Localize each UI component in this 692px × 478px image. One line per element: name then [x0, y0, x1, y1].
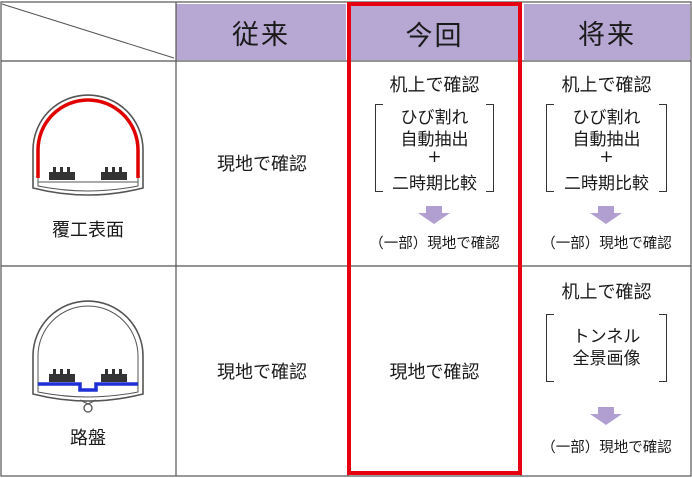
diagonal-line — [1, 3, 175, 59]
bracket-right — [486, 104, 494, 192]
row2-col3: 机上で確認 トンネル 全景画像 （一部）現地で確認 — [521, 266, 692, 476]
row1-col2-footer: （一部）現地で確認 — [369, 236, 500, 252]
row1-col3-line2: 自動抽出 — [572, 130, 641, 150]
row2-label: 路盤 — [70, 428, 106, 449]
header-col3: 将来 — [524, 4, 690, 60]
header-col2: 今回 — [351, 6, 518, 60]
row2-label-cell: 路盤 — [0, 424, 176, 450]
row1-col2-title: 机上で確認 — [389, 75, 480, 96]
row1-col1-text: 現地で確認 — [217, 154, 307, 175]
row1-label: 覆工表面 — [52, 220, 124, 241]
row1-col3-title: 机上で確認 — [561, 75, 652, 96]
row1-col2-line1: ひび割れ — [400, 108, 469, 128]
tunnel-lining-diagram — [32, 94, 144, 196]
bracket-right — [659, 314, 667, 382]
row1-col3: 机上で確認 ひび割れ 自動抽出 + 二時期比較 （一部）現地で確認 — [521, 61, 692, 266]
row2-col3-title: 机上で確認 — [561, 282, 652, 303]
row2-col2: 現地で確認 — [348, 358, 521, 386]
bracket-right — [659, 104, 667, 192]
row1-col3-line4: 二時期比較 — [564, 174, 649, 194]
bracket-left — [546, 314, 554, 382]
row2-col3-line1: トンネル — [572, 327, 641, 347]
row1-col2-line4: 二時期比較 — [392, 174, 477, 194]
header-col1-label: 従来 — [232, 19, 290, 51]
row1-label-cell: 覆工表面 — [0, 216, 176, 242]
row1-col3-line1: ひび割れ — [572, 108, 641, 128]
down-arrow-icon — [418, 206, 450, 224]
header-col3-label: 将来 — [578, 19, 636, 51]
row2-col3-line2: 全景画像 — [572, 349, 641, 369]
row2-col3-footer: （一部）現地で確認 — [541, 440, 672, 456]
down-arrow-icon — [590, 407, 622, 425]
row1-col1: 現地で確認 — [176, 150, 348, 178]
down-arrow-icon — [590, 206, 622, 224]
header-col1: 従来 — [176, 4, 346, 60]
row2-col2-text: 現地で確認 — [389, 362, 480, 383]
row1-col2-line3: + — [427, 147, 442, 167]
row1-col3-line3: + — [599, 147, 614, 167]
row1-col3-footer: （一部）現地で確認 — [541, 236, 672, 252]
header-col2-label: 今回 — [405, 20, 464, 52]
bracket-left — [375, 104, 383, 192]
tunnel-roadbed-diagram — [32, 300, 144, 413]
row2-col1: 現地で確認 — [176, 358, 348, 386]
row1-col2-line2: 自動抽出 — [400, 130, 469, 150]
row2-col1-text: 現地で確認 — [217, 362, 307, 383]
corner-cell — [0, 0, 176, 60]
row1-col2: 机上で確認 ひび割れ 自動抽出 + 二時期比較 （一部）現地で確認 — [348, 61, 521, 266]
bracket-left — [546, 104, 554, 192]
